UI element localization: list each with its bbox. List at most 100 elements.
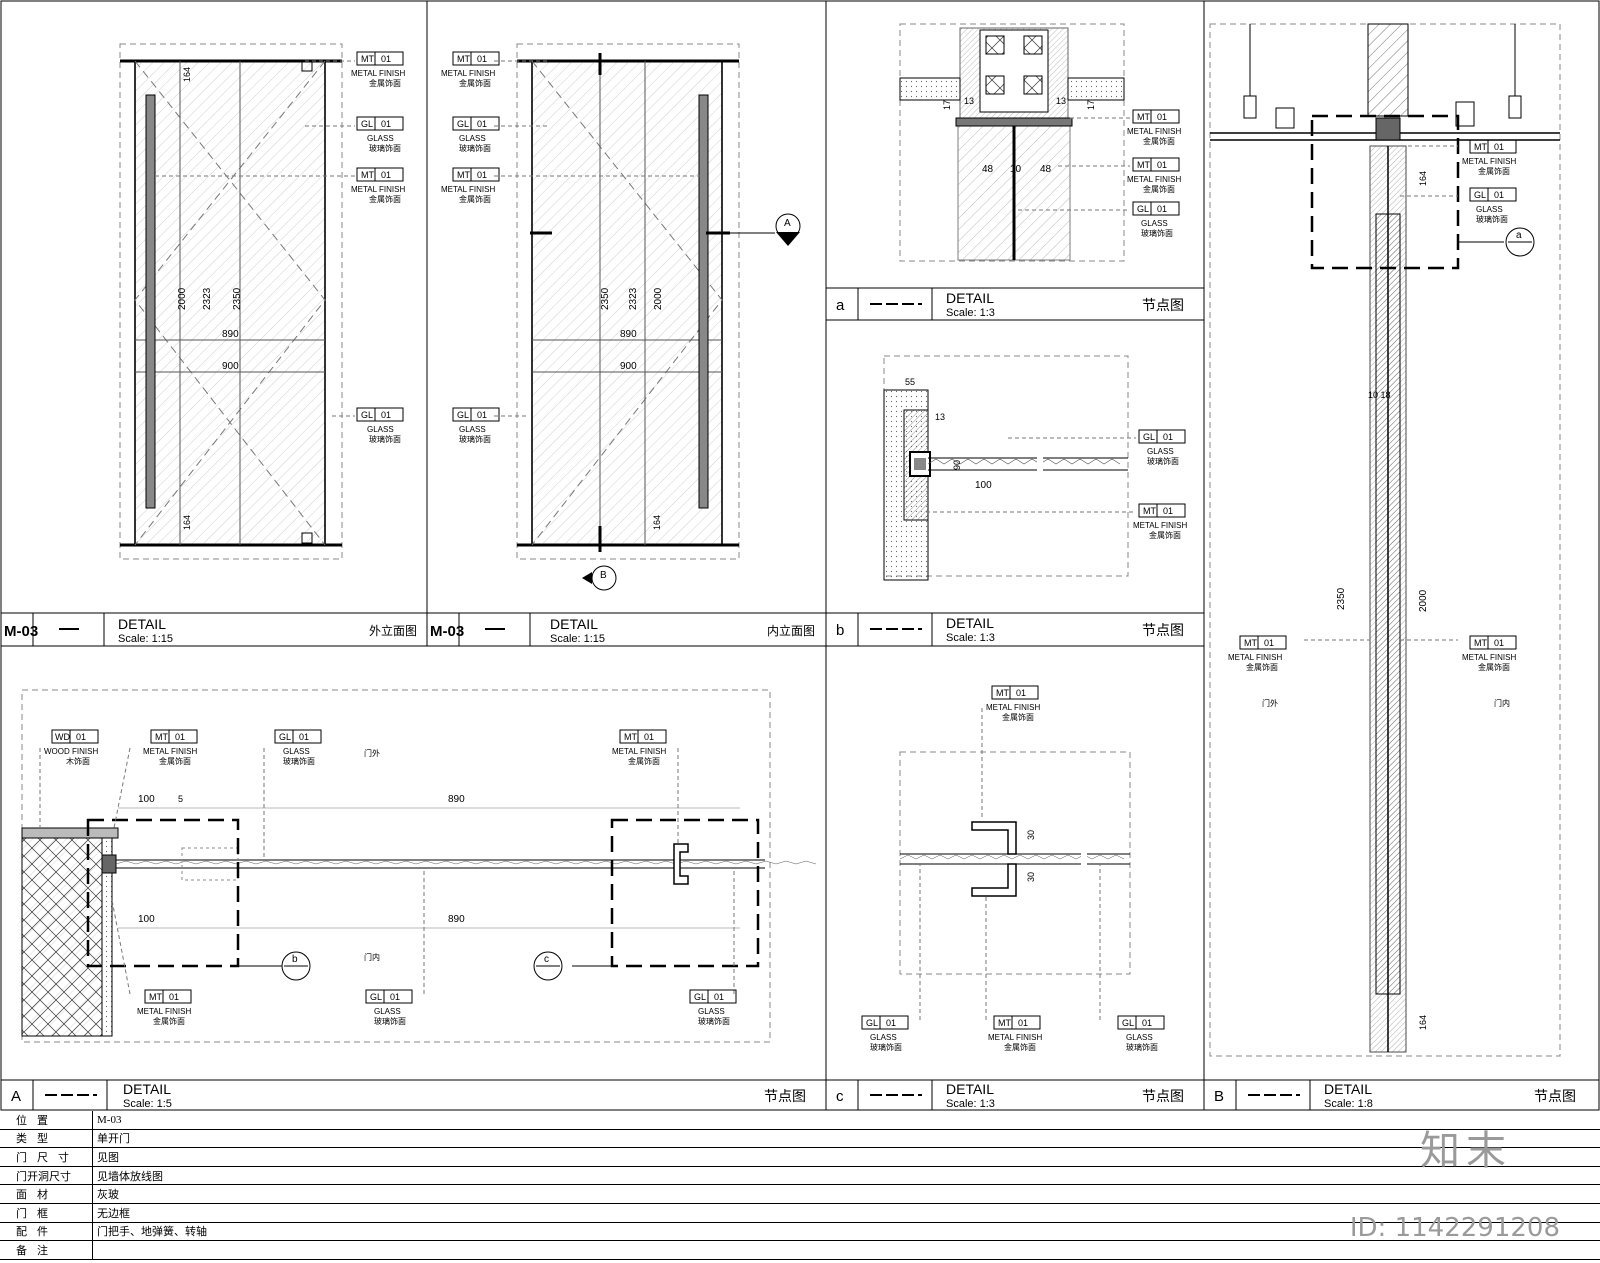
svg-text:100: 100 [138, 914, 155, 925]
svg-text:17: 17 [1086, 100, 1096, 110]
svg-text:MT: MT [1143, 506, 1156, 516]
svg-text:01: 01 [381, 170, 391, 180]
svg-text:01: 01 [1494, 638, 1504, 648]
svg-text:DETAIL: DETAIL [946, 615, 994, 631]
dim-164-bottom: 164 [182, 515, 192, 530]
svg-text:GLASS: GLASS [459, 134, 486, 143]
svg-text:Scale: 1:3: Scale: 1:3 [946, 307, 995, 319]
svg-text:MT: MT [457, 54, 470, 64]
svg-text:GL: GL [694, 992, 706, 1002]
svg-text:METAL FINISH: METAL FINISH [1462, 157, 1516, 166]
svg-text:01: 01 [1157, 160, 1167, 170]
svg-text:木饰面: 木饰面 [66, 756, 90, 766]
svg-text:DETAIL: DETAIL [123, 1081, 171, 1097]
svg-text:GL: GL [279, 732, 291, 742]
dim-164: 164 [652, 515, 662, 530]
svg-text:GLASS: GLASS [459, 425, 486, 434]
svg-text:METAL FINISH: METAL FINISH [351, 185, 405, 194]
svg-text:MT: MT [361, 170, 374, 180]
svg-text:01: 01 [886, 1018, 896, 1028]
svg-text:01: 01 [1494, 190, 1504, 200]
svg-text:01: 01 [1264, 638, 1274, 648]
svg-text:MT: MT [1474, 638, 1487, 648]
spec-row: 类型单开门 [0, 1129, 1600, 1149]
detail-B-section: a 2350 2000 164 164 10 18 门外 门内 [1209, 23, 1561, 1057]
svg-text:10: 10 [1010, 164, 1022, 175]
svg-text:90: 90 [952, 460, 962, 470]
svg-text:DETAIL: DETAIL [118, 616, 166, 632]
svg-text:01: 01 [1157, 204, 1167, 214]
title-bar-interior: M-03 DETAIL Scale: 1:15 内立面图 [426, 612, 827, 647]
svg-text:MT: MT [624, 732, 637, 742]
svg-text:01: 01 [381, 54, 391, 64]
svg-text:M-03: M-03 [430, 623, 464, 640]
spec-row: 门开洞尺寸见墙体放线图 [0, 1166, 1600, 1186]
svg-text:A: A [784, 218, 791, 229]
svg-text:节点图: 节点图 [764, 1088, 806, 1104]
svg-text:Scale: 1:15: Scale: 1:15 [118, 633, 173, 645]
svg-text:100: 100 [138, 794, 155, 805]
svg-text:MT: MT [457, 170, 470, 180]
svg-text:2000: 2000 [1418, 589, 1429, 612]
svg-text:MT: MT [361, 54, 374, 64]
svg-text:METAL FINISH: METAL FINISH [137, 1007, 191, 1016]
svg-text:GL: GL [1143, 432, 1155, 442]
svg-text:Scale: 1:8: Scale: 1:8 [1324, 1098, 1373, 1110]
label-outside: 门外 [364, 748, 380, 758]
title-bar-detail-B: B DETAIL Scale: 1:8 节点图 [1203, 1079, 1600, 1111]
svg-text:GLASS: GLASS [283, 747, 310, 756]
svg-text:金属饰面: 金属饰面 [1478, 662, 1510, 672]
brand-logo: 知末 [1420, 1128, 1512, 1174]
detail-c-drawing: 30 30 [899, 708, 1131, 1020]
svg-text:METAL FINISH: METAL FINISH [351, 69, 405, 78]
svg-text:MT: MT [1137, 160, 1150, 170]
svg-text:METAL FINISH: METAL FINISH [1133, 521, 1187, 530]
svg-text:01: 01 [477, 170, 487, 180]
svg-text:METAL FINISH: METAL FINISH [1127, 127, 1181, 136]
svg-text:30: 30 [1026, 872, 1036, 882]
svg-text:玻璃饰面: 玻璃饰面 [1476, 214, 1508, 224]
dim-2000: 2000 [177, 287, 188, 310]
svg-text:门内: 门内 [1494, 698, 1510, 708]
svg-text:节点图: 节点图 [1534, 1088, 1576, 1104]
svg-text:玻璃饰面: 玻璃饰面 [374, 1016, 406, 1026]
svg-text:GL: GL [1137, 204, 1149, 214]
svg-text:GLASS: GLASS [367, 134, 394, 143]
title-bar-detail-A: A DETAIL Scale: 1:5 节点图 [0, 1079, 827, 1111]
label-inside: 门内 [364, 952, 380, 962]
svg-text:01: 01 [169, 992, 179, 1002]
interior-elevation: 2350 2323 2000 890 900 164 A B [494, 43, 801, 591]
svg-text:玻璃饰面: 玻璃饰面 [1147, 456, 1179, 466]
svg-text:GL: GL [1474, 190, 1486, 200]
svg-text:金属饰面: 金属饰面 [459, 194, 491, 204]
svg-text:GL: GL [866, 1018, 878, 1028]
svg-text:01: 01 [1163, 432, 1173, 442]
title-bar-exterior: M-03 DETAIL Scale: 1:15 外立面图 [0, 612, 428, 647]
svg-text:01: 01 [644, 732, 654, 742]
svg-text:01: 01 [381, 410, 391, 420]
svg-text:金属饰面: 金属饰面 [628, 756, 660, 766]
spec-row: 面材灰玻 [0, 1184, 1600, 1204]
svg-text:节点图: 节点图 [1142, 622, 1184, 638]
svg-text:金属饰面: 金属饰面 [159, 756, 191, 766]
svg-text:MT: MT [998, 1018, 1011, 1028]
svg-text:30: 30 [1026, 830, 1036, 840]
svg-text:金属饰面: 金属饰面 [1478, 166, 1510, 176]
svg-text:门外: 门外 [1262, 698, 1278, 708]
svg-text:48: 48 [1040, 164, 1052, 175]
spec-row: 门尺寸见图 [0, 1147, 1600, 1167]
